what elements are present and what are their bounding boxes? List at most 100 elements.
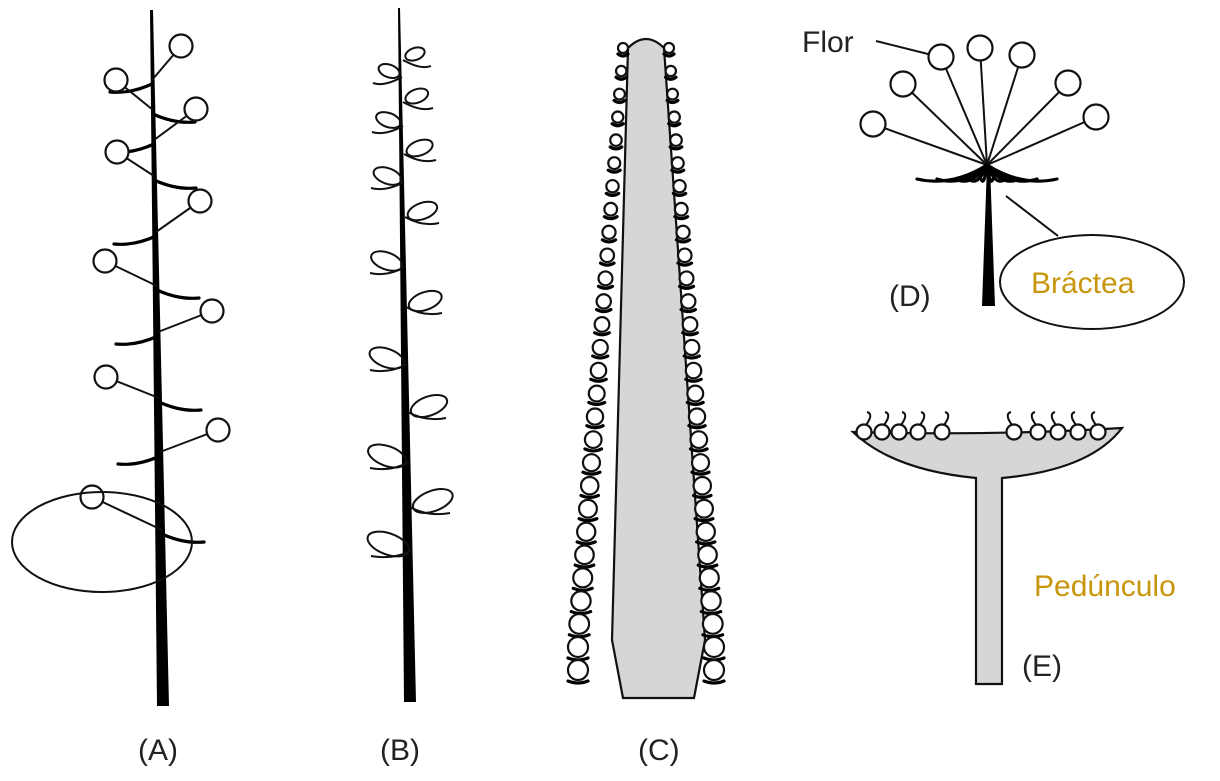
label-peduncle: Pedúnculo — [1034, 570, 1176, 603]
flower-circle — [587, 408, 603, 424]
bract — [599, 286, 613, 288]
bract — [579, 519, 597, 521]
bract — [593, 356, 608, 358]
bract — [616, 77, 626, 79]
bract — [618, 54, 628, 56]
bract — [690, 449, 707, 451]
flower-circle — [676, 226, 689, 239]
sessile-flower — [377, 61, 402, 80]
bract — [116, 336, 158, 344]
flower-circle — [597, 294, 611, 308]
flower-circle — [911, 425, 926, 440]
bract — [666, 77, 676, 79]
flower-circle — [892, 425, 907, 440]
flower-circle — [968, 36, 993, 61]
umbel-rays — [861, 36, 1109, 166]
bract — [410, 507, 450, 514]
flower-circle — [610, 134, 622, 146]
bract — [687, 402, 703, 404]
flower-circle — [1091, 425, 1106, 440]
bract — [1032, 412, 1036, 425]
bract — [866, 412, 870, 425]
flower-circle — [602, 226, 615, 239]
flower-circle — [891, 72, 916, 97]
bract — [157, 290, 199, 298]
flower-circle — [573, 568, 592, 587]
flower-circle — [700, 568, 719, 587]
flower-circle — [105, 69, 128, 92]
flower-circle — [568, 660, 588, 680]
bract — [602, 240, 615, 242]
label-d: (D) — [889, 280, 931, 313]
flor-pointer — [876, 41, 928, 54]
bract — [118, 456, 160, 464]
flower-circle — [697, 523, 715, 541]
flower-circle — [672, 157, 684, 169]
bract — [591, 379, 606, 381]
flower-circle — [673, 180, 685, 192]
flower-circle — [612, 112, 623, 123]
flower-circle — [684, 340, 699, 355]
flower-circle — [675, 203, 688, 216]
flower-circle — [593, 340, 608, 355]
flower-circle — [94, 250, 117, 273]
bract — [686, 379, 701, 381]
flower-circle — [595, 317, 610, 332]
sessile-flower — [408, 391, 450, 422]
bract — [162, 534, 204, 542]
flower-circle — [669, 112, 680, 123]
ray — [987, 117, 1096, 165]
flower-circle — [577, 523, 595, 541]
bract — [114, 236, 156, 244]
flower-circle — [571, 591, 590, 610]
label-b: (B) — [380, 734, 420, 767]
bract — [587, 426, 603, 428]
bract — [1072, 412, 1076, 425]
flower-circle — [185, 98, 208, 121]
flower-circle — [106, 141, 129, 164]
ray — [873, 124, 987, 165]
flower-circle — [201, 300, 224, 323]
flower-circle — [1056, 71, 1081, 96]
bract — [669, 124, 680, 126]
flower-circle — [695, 500, 713, 518]
bract — [589, 402, 605, 404]
bract — [684, 356, 699, 358]
bract — [604, 217, 617, 219]
flower-circle — [689, 408, 705, 424]
flower-circle — [600, 249, 614, 263]
diagram-a-raceme — [12, 10, 230, 706]
bract — [597, 310, 611, 312]
bract — [573, 588, 592, 590]
label-c: (C) — [638, 734, 680, 767]
bract — [695, 519, 713, 521]
flower-circle — [568, 637, 588, 657]
flower-circle — [703, 614, 723, 634]
bract — [675, 217, 688, 219]
flower-circle — [698, 546, 717, 565]
flower-circle — [606, 180, 618, 192]
label-a: (A) — [138, 734, 178, 767]
flower-circle — [667, 89, 678, 100]
flower-circle — [1010, 43, 1035, 68]
diagram-c-spadix — [568, 39, 724, 698]
flower-circle — [935, 425, 950, 440]
bract — [606, 193, 618, 195]
ray — [941, 57, 987, 165]
bract — [595, 333, 610, 335]
flower-circle — [207, 419, 230, 442]
bract — [1052, 412, 1056, 425]
flower-circle — [875, 425, 890, 440]
flower-circle — [585, 431, 602, 448]
bract — [159, 402, 201, 410]
flower-circle — [614, 89, 625, 100]
bract — [678, 263, 692, 265]
bract — [670, 147, 682, 149]
flower-circle — [686, 363, 701, 378]
flower-circle — [1084, 105, 1109, 130]
bract — [583, 472, 600, 474]
bract — [581, 495, 598, 497]
bract — [154, 180, 196, 188]
flower-circle — [683, 317, 698, 332]
